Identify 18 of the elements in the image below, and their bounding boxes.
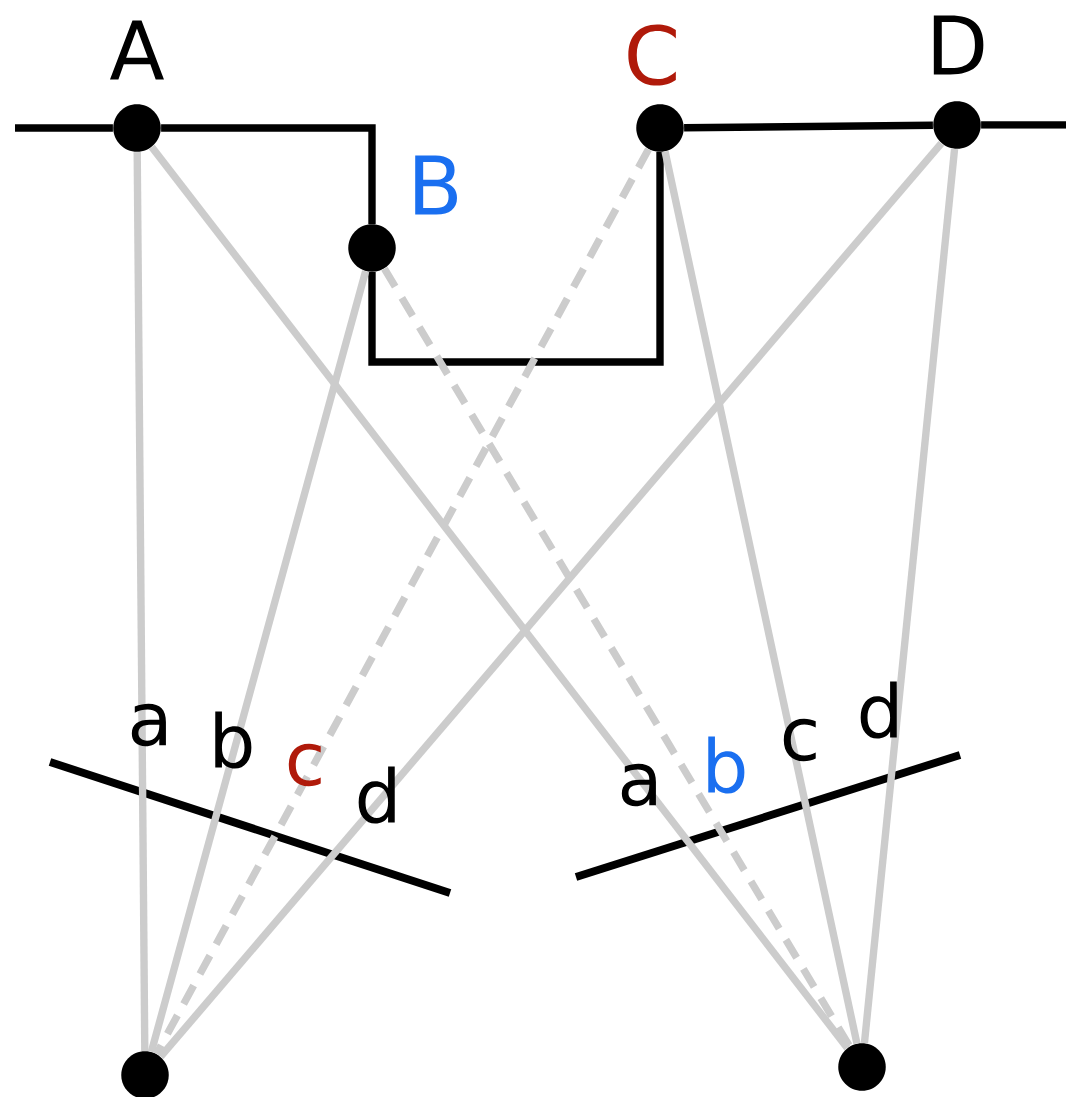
edge-label: c (783, 718, 816, 762)
projection-line (860, 148, 959, 1044)
projection-line (661, 150, 861, 1045)
edge-label: b (708, 736, 745, 794)
point-label: D (933, 15, 984, 75)
edge-label: b (215, 711, 252, 769)
edge-label: c (288, 743, 321, 787)
eye-point (838, 1043, 886, 1091)
eye-point (121, 1051, 169, 1097)
edge-label: a (131, 703, 166, 747)
edge-label: a (621, 763, 656, 807)
edge-label: d (860, 681, 897, 739)
point-label: C (628, 24, 676, 86)
projection-line (147, 270, 370, 1053)
point-label: B (415, 155, 457, 215)
point-label: A (110, 20, 164, 80)
projection-line (153, 147, 652, 1056)
edge-label: d (358, 766, 395, 824)
